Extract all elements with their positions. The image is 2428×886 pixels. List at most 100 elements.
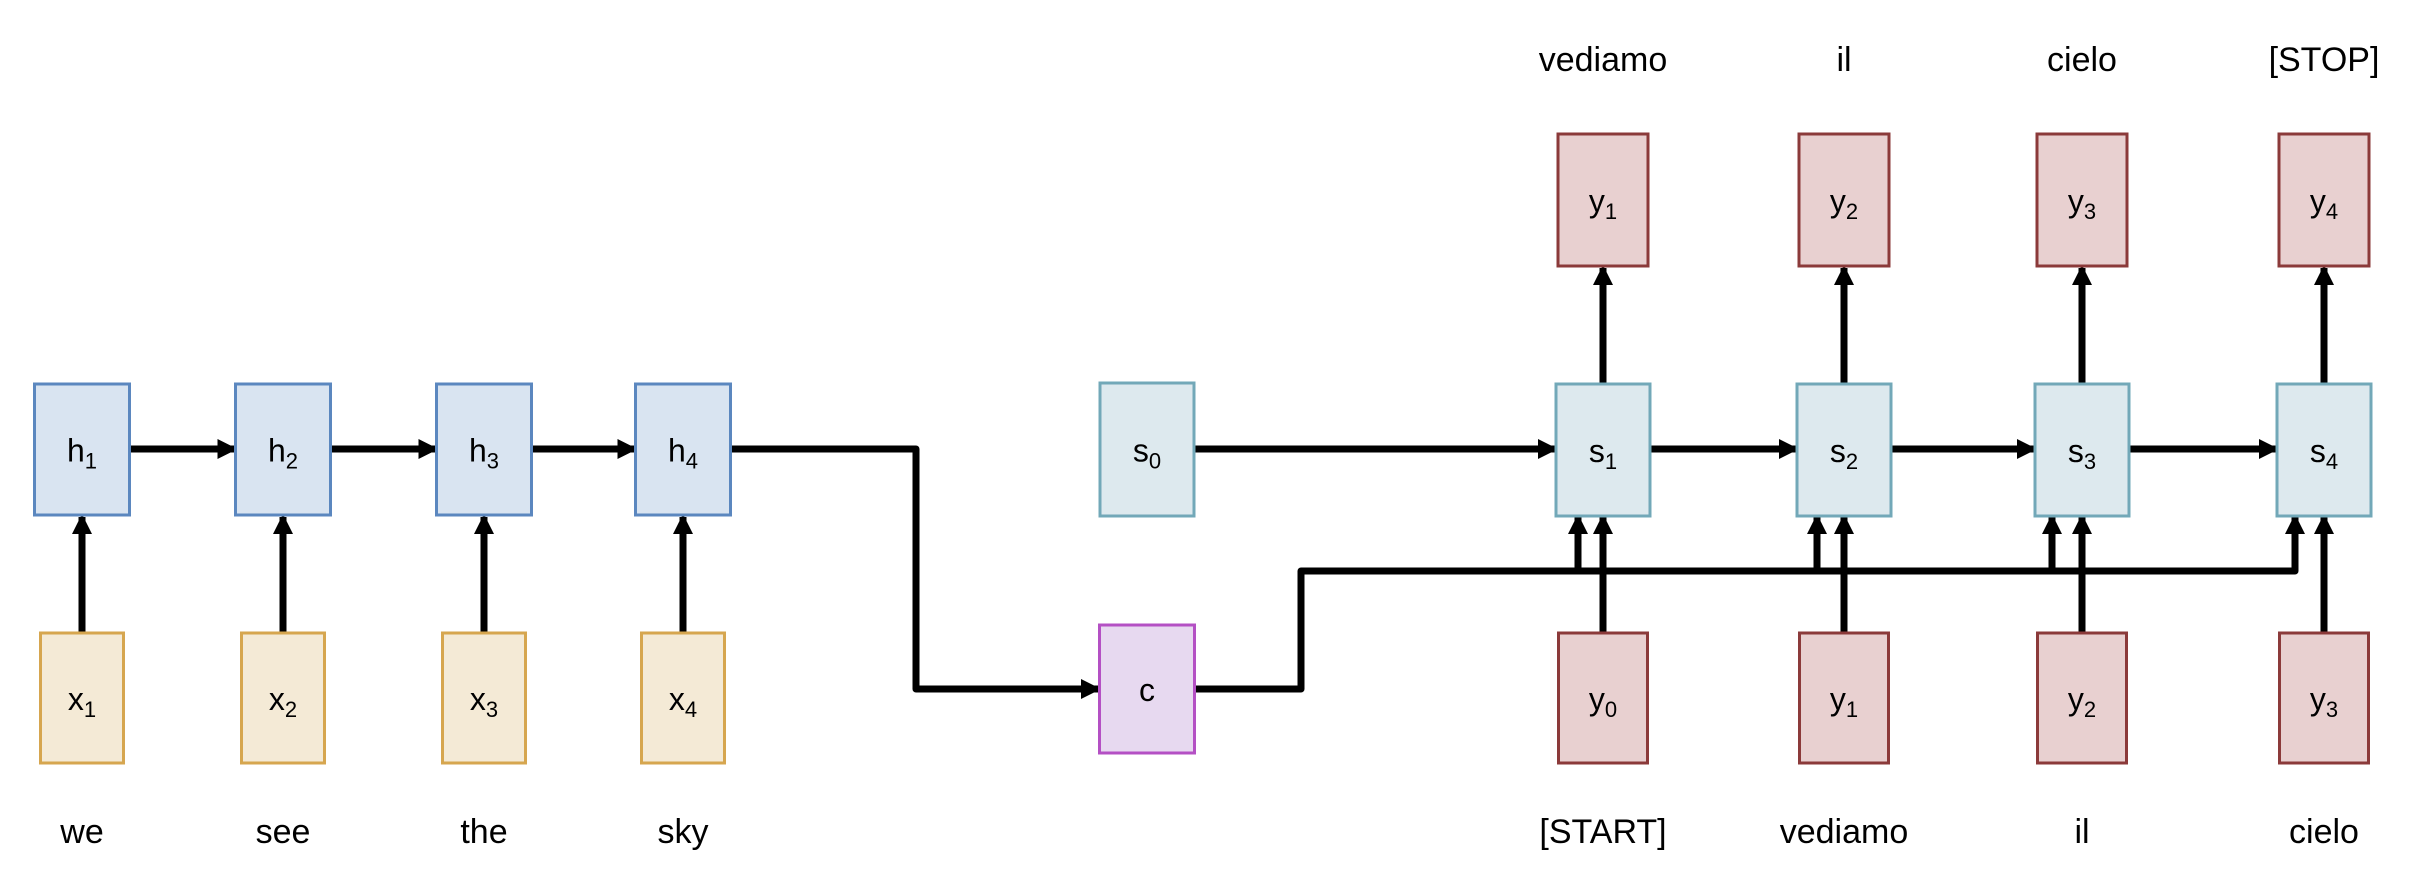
context-line-main	[1194, 514, 2305, 693]
decoder-state-2-rect	[1795, 382, 1893, 518]
encoder-input-2-label: x2	[269, 681, 297, 722]
label-subscript: 3	[487, 449, 499, 474]
label-subscript: 2	[286, 449, 298, 474]
encoder-input-2: x2	[240, 631, 326, 765]
encoder-hidden-2-rect	[234, 382, 332, 517]
encoder-word-4: sky	[658, 813, 709, 851]
label-base: s	[2310, 433, 2326, 469]
decoder-input-3-label: y2	[2068, 681, 2096, 722]
decoder-output-2-rect	[1797, 132, 1891, 268]
decoder-output-3-rect	[2035, 132, 2129, 268]
initial-state-s0: s0	[1098, 381, 1196, 518]
decoder-state-3: s3	[2033, 382, 2131, 518]
decoder-output-2: y2	[1797, 132, 1891, 268]
label-subscript: 3	[2084, 449, 2096, 474]
decoder-input-word-2: vediamo	[1780, 813, 1909, 851]
decoder-input-word-4: cielo	[2289, 813, 2359, 851]
label-subscript: 3	[2084, 199, 2096, 224]
label-subscript: 2	[1846, 199, 1858, 224]
label-base: y	[1830, 183, 1846, 219]
encoder-input-3: x3	[441, 631, 527, 765]
decoder-output-3-label: y3	[2068, 183, 2096, 224]
label-subscript: 3	[2326, 697, 2338, 722]
label-base: x	[68, 681, 84, 717]
edges	[72, 265, 2334, 699]
label-subscript: 1	[1605, 449, 1617, 474]
decoder-input-2-rect	[1798, 631, 1890, 765]
decoder-state-1-rect	[1554, 382, 1652, 518]
decoder-output-1-label: y1	[1589, 183, 1617, 224]
label-base: y	[2310, 681, 2326, 717]
decoder-input-1-label: y0	[1589, 681, 1617, 722]
label-base: h	[668, 433, 686, 469]
encoder-input-1-label: x1	[68, 681, 96, 722]
decoder-state-3-label: s3	[2068, 433, 2096, 474]
context-vector-label: c	[1139, 672, 1155, 708]
label-subscript: 4	[685, 697, 697, 722]
encoder-word-2: see	[256, 813, 311, 851]
label-subscript: 2	[1846, 449, 1858, 474]
decoder-input-2-label: y1	[1830, 681, 1858, 722]
decoder-input-3: y2	[2036, 631, 2128, 765]
encoder-hidden-4-rect	[634, 382, 732, 517]
decoder-state-2-label: s2	[1830, 433, 1858, 474]
decoder-output-2-label: y2	[1830, 183, 1858, 224]
label-base: x	[470, 681, 486, 717]
decoder-output-word-1: vediamo	[1539, 41, 1668, 79]
decoder-input-word-1: [START]	[1539, 813, 1666, 851]
decoder-input-4-label: y3	[2310, 681, 2338, 722]
decoder-input-2: y1	[1798, 631, 1890, 765]
decoder-state-2: s2	[1795, 382, 1893, 518]
label-subscript: 4	[686, 449, 698, 474]
label-base: y	[2068, 183, 2084, 219]
decoder-input-3-rect	[2036, 631, 2128, 765]
initial-state-s0-rect	[1098, 381, 1196, 518]
label-base: h	[469, 433, 487, 469]
label-base: x	[269, 681, 285, 717]
encoder-hidden-4: h4	[634, 382, 732, 517]
label-subscript: 2	[2084, 697, 2096, 722]
label-subscript: 0	[1605, 697, 1617, 722]
decoder-output-1-rect	[1556, 132, 1650, 268]
encoder-word-1: we	[59, 813, 103, 851]
decoder-state-4: s4	[2275, 382, 2373, 518]
decoder-state-1: s1	[1554, 382, 1652, 518]
initial-state-s0-label: s0	[1133, 433, 1161, 474]
label-base: h	[67, 433, 85, 469]
label-base: x	[669, 681, 685, 717]
encoder-input-4-rect	[640, 631, 726, 765]
label-subscript: 0	[1149, 449, 1161, 474]
arrow-h4-to-context	[730, 445, 1101, 699]
decoder-output-word-4: [STOP]	[2269, 41, 2380, 79]
decoder-output-1: y1	[1556, 132, 1650, 268]
decoder-input-word-3: il	[2074, 813, 2089, 851]
label-base: s	[1830, 433, 1846, 469]
encoder-input-1: x1	[39, 631, 125, 765]
encoder-input-3-label: x3	[470, 681, 498, 722]
label-subscript: 1	[1846, 697, 1858, 722]
decoder-output-4-rect	[2277, 132, 2371, 268]
label-base: s	[1589, 433, 1605, 469]
label-base: y	[2068, 681, 2084, 717]
label-base: s	[1133, 433, 1149, 469]
decoder-input-1: y0	[1557, 631, 1649, 765]
encoder-hidden-1: h1	[33, 382, 131, 517]
label-base: y	[2310, 183, 2326, 219]
decoder-state-4-rect	[2275, 382, 2373, 518]
encoder-hidden-2: h2	[234, 382, 332, 517]
encoder-input-2-rect	[240, 631, 326, 765]
label-base: y	[1589, 183, 1605, 219]
encoder-hidden-3-rect	[435, 382, 533, 517]
decoder-state-4-label: s4	[2310, 433, 2338, 474]
encoder-hidden-4-label: h4	[668, 433, 698, 474]
decoder-output-3: y3	[2035, 132, 2129, 268]
label-subscript: 1	[85, 449, 97, 474]
label-subscript: 3	[486, 697, 498, 722]
encoder-hidden-1-rect	[33, 382, 131, 517]
decoder-input-4: y3	[2278, 631, 2370, 765]
label-subscript: 1	[1605, 199, 1617, 224]
decoder-state-3-rect	[2033, 382, 2131, 518]
encoder-hidden-3: h3	[435, 382, 533, 517]
